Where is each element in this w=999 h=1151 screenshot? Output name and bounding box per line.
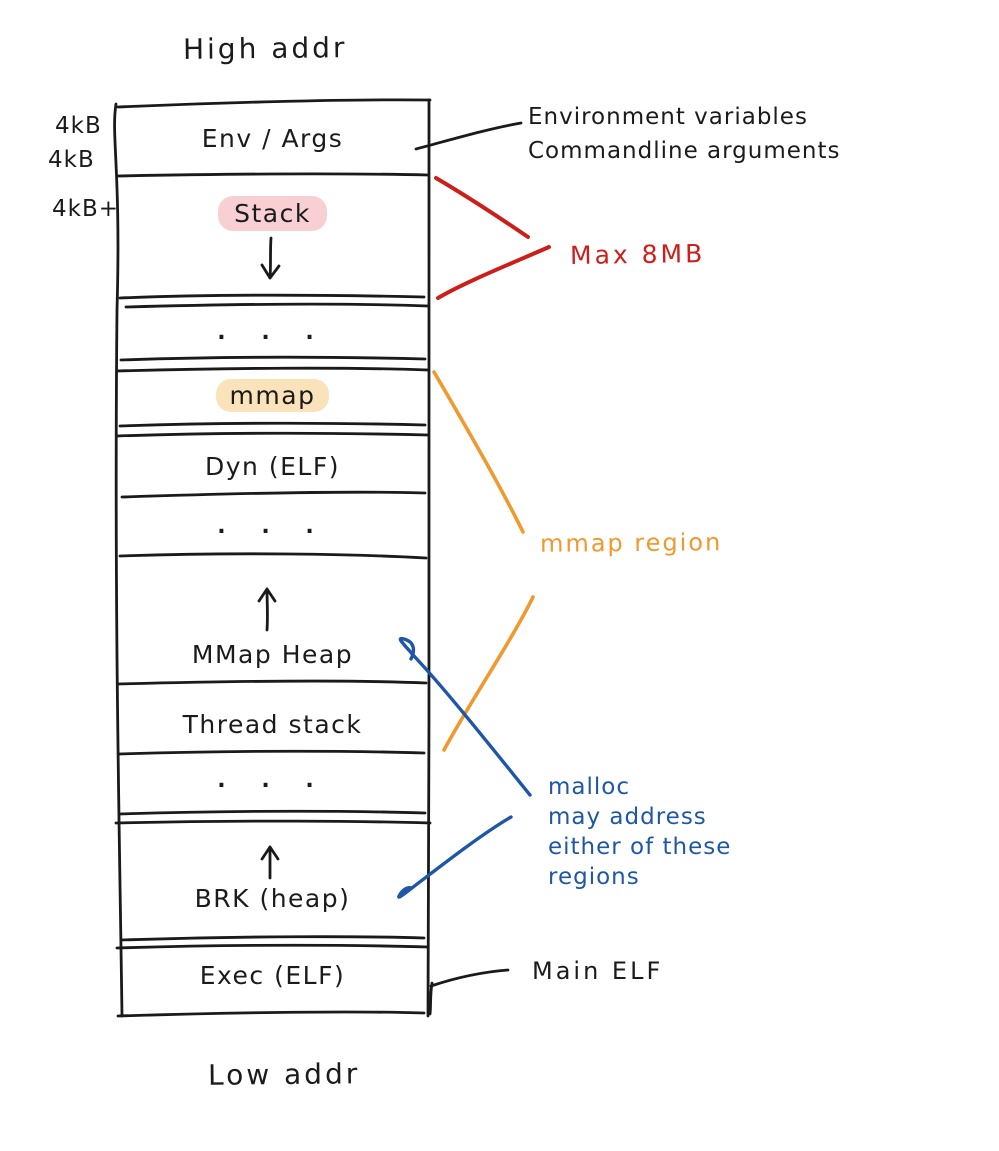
section-exec-elf: Exec (ELF) xyxy=(199,961,346,990)
orange-bracket-top xyxy=(432,370,525,534)
line-brk-bottom xyxy=(119,935,426,942)
mmap-peach-highlight: mmap xyxy=(215,379,330,412)
annotation-malloc-line3: either of these xyxy=(548,834,732,860)
annotation-env-variables: Environment variables xyxy=(528,104,808,130)
section-dots-3: . . . xyxy=(217,768,328,793)
annotation-malloc-line1: malloc xyxy=(548,774,630,800)
line-dyn-bottom xyxy=(120,490,427,499)
brk-up-arrow xyxy=(260,845,280,880)
orange-bracket-bottom xyxy=(442,595,535,752)
size-label-4kb-plus: 4kB+ xyxy=(52,196,120,222)
annotation-main-elf: Main ELF xyxy=(532,957,664,985)
main-elf-connector-line xyxy=(428,968,510,1016)
box-top-line xyxy=(116,98,432,109)
red-bracket-top xyxy=(434,176,530,239)
line-dyn-top xyxy=(115,431,430,438)
env-connector-line xyxy=(414,121,523,151)
section-env-args: Env / Args xyxy=(201,124,344,153)
section-dots-1: . . . xyxy=(217,320,328,345)
high-addr-label: High addr xyxy=(182,31,348,66)
annotation-malloc-line4: regions xyxy=(548,864,640,890)
line-mmap-bottom xyxy=(118,421,427,428)
section-thread-stack: Thread stack xyxy=(182,710,363,739)
annotation-mmap-region: mmap region xyxy=(539,528,723,558)
annotation-malloc-line2: may address xyxy=(548,804,707,830)
line-stack-bottom xyxy=(118,293,426,300)
box-bottom-line xyxy=(116,1010,426,1018)
stack-pink-highlight: Stack xyxy=(218,196,327,231)
line-dots2-bottom xyxy=(118,552,428,560)
line-brk-top xyxy=(114,819,432,825)
size-label-4kb-2: 4kB xyxy=(48,147,95,173)
line-dots1-top xyxy=(124,302,430,309)
size-label-4kb-1: 4kB xyxy=(55,113,102,139)
section-mmap-heap: MMap Heap xyxy=(191,640,354,669)
low-addr-label: Low addr xyxy=(207,1057,361,1092)
section-stack: Stack xyxy=(117,196,428,231)
stack-down-arrow xyxy=(260,236,281,280)
line-dots3-bottom xyxy=(118,809,427,816)
blue-arrow-to-brk xyxy=(397,815,513,899)
box-left-edge xyxy=(113,102,124,1018)
box-right-edge xyxy=(426,98,431,1018)
line-dots1-bottom xyxy=(119,355,427,362)
blue-arrow-to-mmap-heap xyxy=(398,636,532,797)
section-mmap: mmap xyxy=(117,379,428,412)
section-dyn-elf: Dyn (ELF) xyxy=(205,452,340,481)
section-brk-heap: BRK (heap) xyxy=(194,884,351,913)
line-mmapheap-bottom xyxy=(116,679,428,686)
line-env-bottom xyxy=(115,172,430,178)
red-bracket-bottom xyxy=(436,245,551,300)
line-mmap-top xyxy=(115,366,430,373)
section-dots-2: . . . xyxy=(217,514,328,539)
mmap-heap-up-arrow xyxy=(257,587,277,632)
line-exec-top xyxy=(115,943,430,950)
annotation-commandline-args: Commandline arguments xyxy=(528,138,841,164)
annotation-max-8mb: Max 8MB xyxy=(569,239,706,270)
line-threadstack-bottom xyxy=(117,749,426,756)
